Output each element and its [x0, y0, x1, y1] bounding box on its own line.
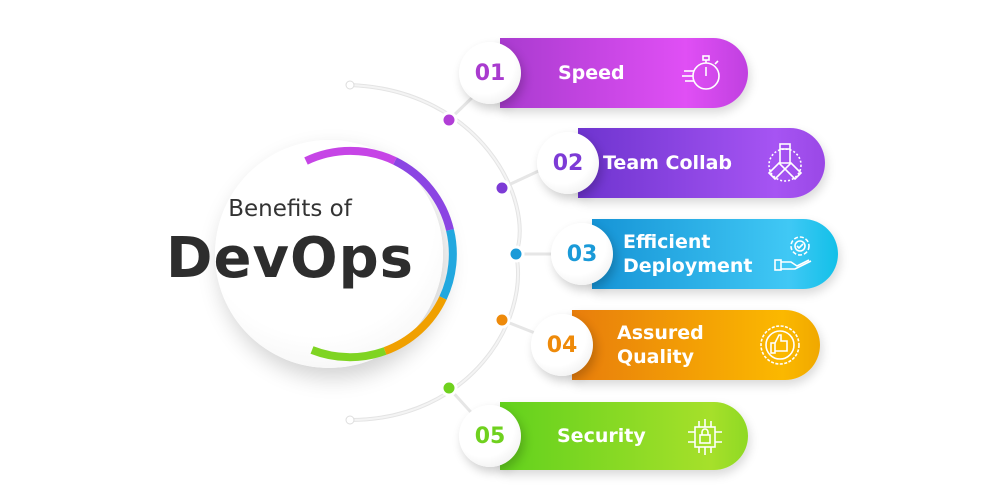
benefit-speed: Speed [500, 38, 748, 108]
team-hands-icon [767, 143, 803, 182]
security-chip-icon [688, 419, 722, 455]
hub-title: DevOps [166, 226, 414, 291]
benefit-label: Security [557, 425, 646, 447]
number-badge-05: 05 [459, 405, 521, 467]
benefit-team-collab: Team Collab [578, 128, 825, 198]
benefit-label: Team Collab [603, 152, 733, 174]
stopwatch-icon [682, 55, 720, 90]
number-badge-04: 04 [531, 314, 593, 376]
number-badge-01: 01 [459, 42, 521, 104]
arc-end-dot [345, 80, 355, 90]
node-dot-01 [440, 111, 458, 129]
node-dot-03 [507, 245, 525, 263]
number-badge-03: 03 [551, 223, 613, 285]
benefit-efficient-deployment: Efficient Deployment [592, 219, 838, 289]
hub-subtitle: Benefits of [228, 196, 352, 222]
node-dot-02 [493, 179, 511, 197]
benefit-security: Security [500, 402, 748, 470]
benefit-label: Efficient Deployment [623, 231, 753, 277]
gear-hand-icon [774, 236, 812, 271]
quality-badge-icon [760, 325, 800, 365]
hub-circle [215, 140, 443, 368]
benefit-assured-quality: Assured Quality [572, 310, 820, 380]
number-badge-02: 02 [537, 132, 599, 194]
benefit-label: Speed [558, 62, 625, 84]
node-dot-04 [493, 311, 511, 329]
benefit-label: Assured Quality [617, 322, 704, 368]
node-dot-05 [440, 379, 458, 397]
arc-end-dot [345, 415, 355, 425]
